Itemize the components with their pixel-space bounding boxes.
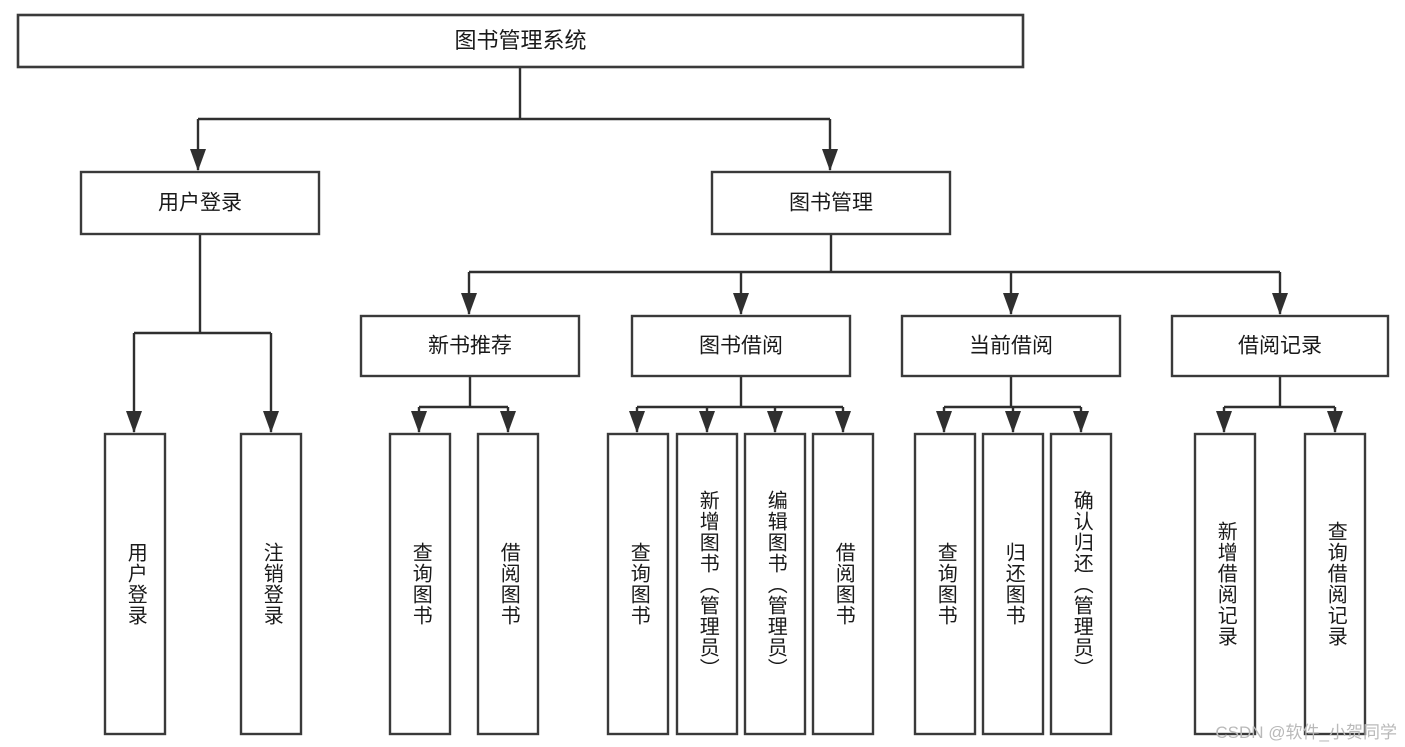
- node-level2-3-label: 借阅记录: [1238, 335, 1322, 358]
- node-leaf-9-rect[interactable]: [981, 432, 1045, 736]
- node-leaf-5-rect[interactable]: [675, 432, 739, 736]
- arrow-group1-leaf0: [411, 411, 427, 433]
- arrow-level1-to-level2-3: [1272, 293, 1288, 315]
- arrow-root-to-level1-1: [822, 149, 838, 171]
- node-leaf-3-label: 借阅图书: [497, 542, 520, 626]
- node-leaf-6-label: 编辑图书（管理员）: [764, 489, 787, 679]
- node-leaf-9-label: 归还图书: [1002, 542, 1025, 626]
- node-level1-1-label: 图书管理: [789, 192, 873, 215]
- node-leaf-0-label: 用户登录: [124, 542, 147, 626]
- arrow-group0-leaf1: [263, 411, 279, 433]
- node-level2-3-rect[interactable]: [1170, 314, 1390, 378]
- arrow-root-to-level1-0: [190, 149, 206, 171]
- node-level2-2[interactable]: [900, 314, 1122, 378]
- node-leaf-2-label: 查询图书: [409, 542, 432, 626]
- arrow-group2-leaf1: [699, 411, 715, 433]
- arrow-level1-to-level2-1: [733, 293, 749, 315]
- node-level2-0-label: 新书推荐: [428, 335, 512, 358]
- node-leaf-5-label: 新增图书（管理员）: [696, 489, 719, 679]
- node-level2-3[interactable]: [1170, 314, 1390, 378]
- node-level2-2-rect[interactable]: [900, 314, 1122, 378]
- arrow-group3-leaf2: [1073, 411, 1089, 433]
- node-leaf-10-rect[interactable]: [1049, 432, 1113, 736]
- node-leaf-8-label: 查询图书: [934, 542, 957, 626]
- node-root-system-label: 图书管理系统: [454, 28, 586, 53]
- arrow-level1-to-level2-2: [1003, 293, 1019, 315]
- node-leaf-7-label: 借阅图书: [832, 542, 855, 626]
- arrow-group2-leaf3: [835, 411, 851, 433]
- node-root-system[interactable]: [16, 13, 1025, 69]
- node-leaf-12-rect[interactable]: [1303, 432, 1367, 736]
- watermark-text: CSDN @软件_小贺同学: [1215, 723, 1397, 742]
- node-leaf-0-rect[interactable]: [103, 432, 167, 736]
- node-level2-2-label: 当前借阅: [969, 335, 1053, 358]
- arrow-group3-leaf0: [936, 411, 952, 433]
- node-level2-1-rect[interactable]: [630, 314, 852, 378]
- arrow-level1-to-level2-0: [461, 293, 477, 315]
- node-level1-0-label: 用户登录: [158, 192, 242, 215]
- boxes-layer: [16, 13, 1390, 736]
- node-leaf-8-rect[interactable]: [913, 432, 977, 736]
- node-leaf-11-rect[interactable]: [1193, 432, 1257, 736]
- node-leaf-11-label: 新增借阅记录: [1214, 521, 1237, 647]
- connectors-layer: [126, 67, 1343, 433]
- arrow-group1-leaf1: [500, 411, 516, 433]
- node-level2-1-label: 图书借阅: [699, 335, 783, 358]
- node-leaf-4-rect[interactable]: [606, 432, 670, 736]
- arrow-group2-leaf2: [767, 411, 783, 433]
- node-level2-1[interactable]: [630, 314, 852, 378]
- node-level2-0-rect[interactable]: [359, 314, 581, 378]
- node-level2-0[interactable]: [359, 314, 581, 378]
- node-root-system-rect[interactable]: [16, 13, 1025, 69]
- node-leaf-7-rect[interactable]: [811, 432, 875, 736]
- node-leaf-3-rect[interactable]: [476, 432, 540, 736]
- node-leaf-6-rect[interactable]: [743, 432, 807, 736]
- arrow-group0-leaf0: [126, 411, 142, 433]
- node-leaf-1-rect[interactable]: [239, 432, 303, 736]
- arrow-group4-leaf1: [1327, 411, 1343, 433]
- node-leaf-4-label: 查询图书: [627, 542, 650, 626]
- node-level1-0[interactable]: [79, 170, 321, 236]
- node-leaf-12-label: 查询借阅记录: [1324, 521, 1347, 647]
- arrow-group3-leaf1: [1005, 411, 1021, 433]
- node-leaf-1-label: 注销登录: [260, 542, 283, 626]
- node-level1-0-rect[interactable]: [79, 170, 321, 236]
- node-level1-1[interactable]: [710, 170, 952, 236]
- node-leaf-10-label: 确认归还（管理员）: [1070, 489, 1093, 679]
- arrow-group4-leaf0: [1216, 411, 1232, 433]
- arrow-group2-leaf0: [629, 411, 645, 433]
- node-leaf-2-rect[interactable]: [388, 432, 452, 736]
- node-level1-1-rect[interactable]: [710, 170, 952, 236]
